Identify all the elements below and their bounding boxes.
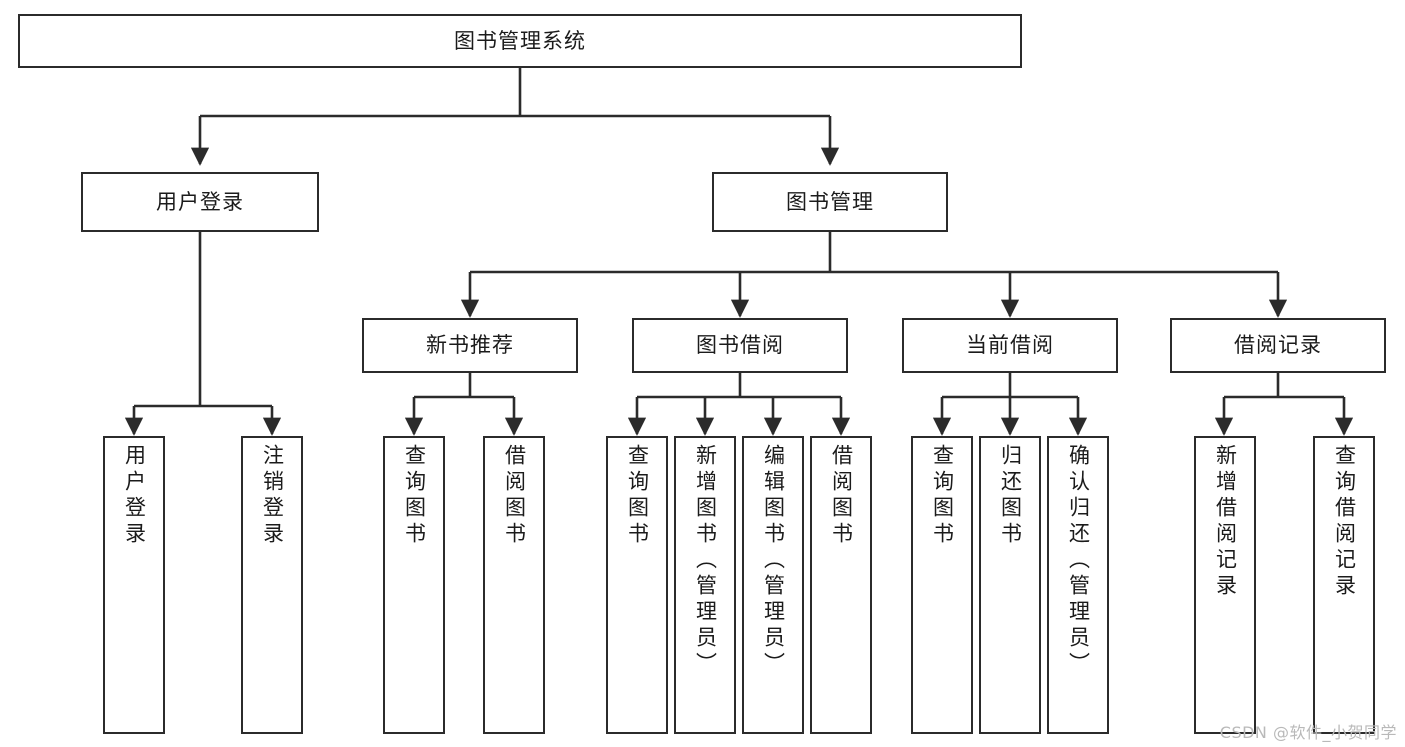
leaf-borrow-book-2[interactable]: 借阅图书 (810, 436, 872, 734)
node-current-borrow[interactable]: 当前借阅 (902, 318, 1118, 373)
leaf-confirm-return-label: 确认归还（管理员） (1066, 444, 1091, 678)
leaf-user-login-label: 用户登录 (122, 444, 147, 548)
leaf-query-book-2-label: 查询图书 (625, 444, 650, 548)
leaf-add-book-label: 新增图书（管理员） (693, 444, 718, 678)
leaf-query-book-1-label: 查询图书 (402, 444, 427, 548)
leaf-logout[interactable]: 注销登录 (241, 436, 303, 734)
leaf-borrow-book-2-label: 借阅图书 (829, 444, 854, 548)
leaf-edit-book[interactable]: 编辑图书（管理员） (742, 436, 804, 734)
node-borrow-record[interactable]: 借阅记录 (1170, 318, 1386, 373)
leaf-borrow-book-1-label: 借阅图书 (502, 444, 527, 548)
leaf-logout-label: 注销登录 (260, 444, 285, 548)
leaf-query-borrow-record[interactable]: 查询借阅记录 (1313, 436, 1375, 734)
leaf-query-book-3[interactable]: 查询图书 (911, 436, 973, 734)
leaf-add-book[interactable]: 新增图书（管理员） (674, 436, 736, 734)
leaf-query-borrow-record-label: 查询借阅记录 (1332, 444, 1357, 600)
node-root[interactable]: 图书管理系统 (18, 14, 1022, 68)
node-book-manage[interactable]: 图书管理 (712, 172, 948, 232)
leaf-return-book-label: 归还图书 (998, 444, 1023, 548)
leaf-query-book-3-label: 查询图书 (930, 444, 955, 548)
leaf-add-borrow-record[interactable]: 新增借阅记录 (1194, 436, 1256, 734)
leaf-return-book[interactable]: 归还图书 (979, 436, 1041, 734)
leaf-user-login[interactable]: 用户登录 (103, 436, 165, 734)
leaf-query-book-1[interactable]: 查询图书 (383, 436, 445, 734)
leaf-edit-book-label: 编辑图书（管理员） (761, 444, 786, 678)
node-book-borrow[interactable]: 图书借阅 (632, 318, 848, 373)
leaf-query-book-2[interactable]: 查询图书 (606, 436, 668, 734)
node-new-book-recommendation[interactable]: 新书推荐 (362, 318, 578, 373)
node-user-login[interactable]: 用户登录 (81, 172, 319, 232)
leaf-add-borrow-record-label: 新增借阅记录 (1213, 444, 1238, 600)
leaf-confirm-return[interactable]: 确认归还（管理员） (1047, 436, 1109, 734)
csdn-watermark: CSDN @软件_小贺同学 (1219, 723, 1397, 742)
leaf-borrow-book-1[interactable]: 借阅图书 (483, 436, 545, 734)
